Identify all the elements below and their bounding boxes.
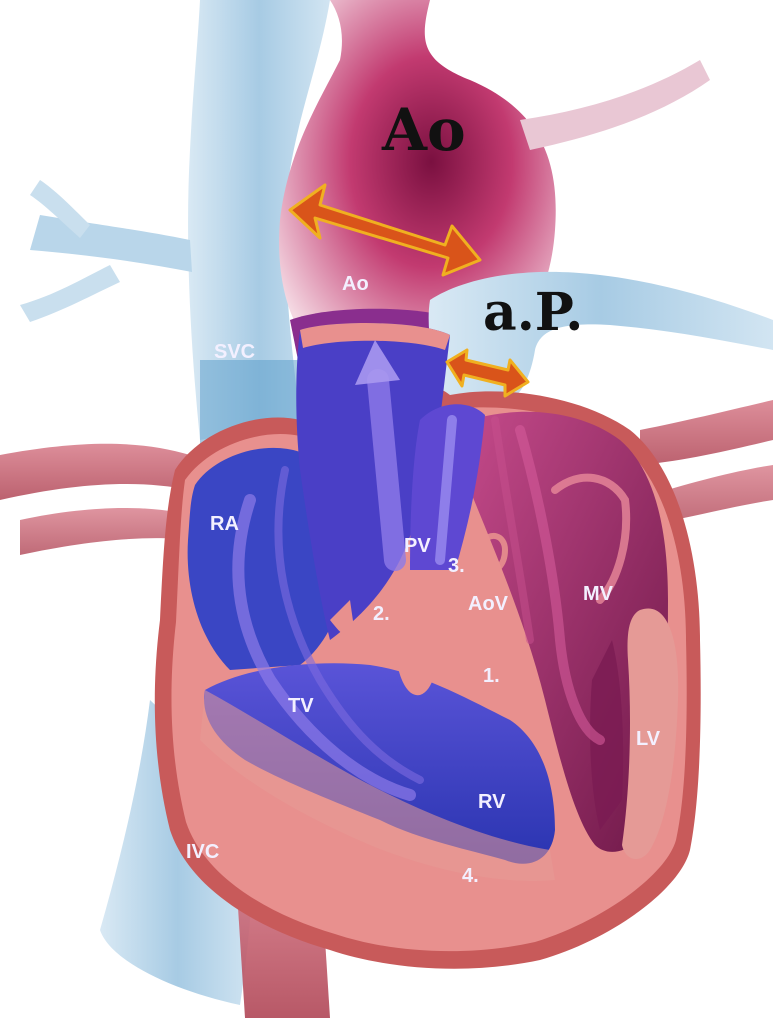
label-svc: SVC: [214, 341, 255, 363]
pulmonary-artery-big-label: a.P.: [483, 282, 583, 343]
label-mv: MV: [583, 583, 614, 605]
aorta-big-label: Ao: [381, 96, 466, 164]
label-ra: RA: [210, 513, 239, 535]
label-tv: TV: [288, 695, 314, 717]
label-pv: PV: [404, 535, 431, 557]
label-rv: RV: [478, 791, 506, 813]
label-lv: LV: [636, 728, 661, 750]
label-1: 1.: [483, 665, 500, 687]
label-2: 2.: [373, 603, 390, 625]
label-ao: Ao: [342, 273, 369, 295]
label-4: 4.: [462, 865, 479, 887]
label-3: 3.: [448, 555, 465, 577]
pulmonary-artery: [429, 272, 773, 400]
label-ivc: IVC: [186, 841, 219, 863]
label-aov: AoV: [468, 593, 509, 615]
